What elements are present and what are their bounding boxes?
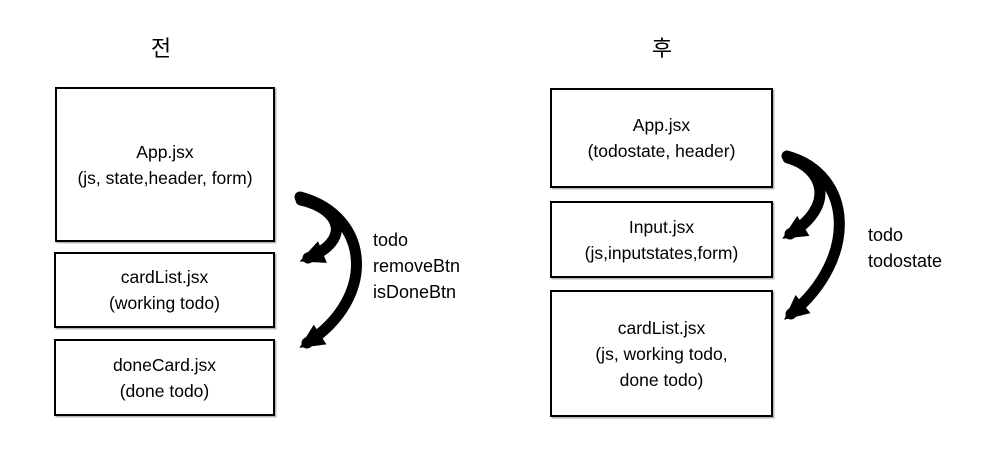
box-props: (js, state,header, form) [77,167,253,188]
box-props: (done todo) [119,380,210,401]
box-props: (js, working todo, [595,343,728,364]
curved-arrow-after-short [782,152,826,240]
arrow-labels-after: todo todostate [868,222,942,274]
diagram-title-before: 전 [150,36,172,61]
box-title: App.jsx [632,115,691,135]
arrow-label: removeBtn [373,256,461,276]
curved-arrow-before-short [295,194,342,264]
arrow-label: isDoneBtn [373,282,457,302]
box-props: (js,inputstates,form) [584,242,739,263]
curved-arrow-before-long [294,191,362,349]
box-title: cardList.jsx [617,317,706,338]
box-props: (todostate, header) [587,141,736,161]
box-input-after: Input.jsx (js,inputstates,form) [550,201,773,278]
box-title: doneCard.jsx [112,354,217,375]
arrow-label: todo [868,225,904,245]
box-cardlist-before: cardList.jsx (working todo) [54,252,275,328]
box-app-before: App.jsx (js, state,header, form) [55,87,275,242]
arrow-label: todostate [868,251,943,271]
box-title: cardList.jsx [120,267,209,287]
arrow-label: todo [373,230,409,250]
box-title: Input.jsx [628,216,695,237]
box-app-after: App.jsx (todostate, header) [550,88,773,188]
curved-arrow-after-long [781,150,845,320]
box-donecard-before: doneCard.jsx (done todo) [54,339,275,416]
box-cardlist-after: cardList.jsx (js, working todo, done tod… [550,290,773,417]
arrow-labels-before: todo removeBtn isDoneBtn [373,227,460,305]
box-props: done todo) [619,369,704,390]
box-props: (working todo) [109,293,220,313]
box-title: App.jsx [136,141,194,162]
diagram-title-after: 후 [651,36,673,61]
